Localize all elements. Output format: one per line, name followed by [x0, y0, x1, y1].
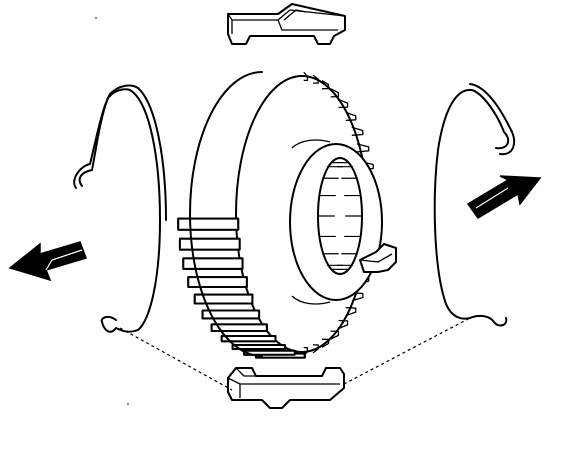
gear-tooth-tip	[356, 143, 370, 153]
bottom-synchronizer-key	[227, 367, 345, 409]
assembly-line-left	[119, 327, 233, 391]
gear-tooth	[182, 257, 244, 270]
speck	[95, 17, 97, 19]
gear-tooth-tip	[345, 111, 357, 122]
top-synchronizer-key	[227, 3, 346, 45]
gear-tooth-tip	[303, 71, 309, 82]
right-arrow-icon	[466, 175, 542, 219]
gear-tooth-tip	[338, 319, 349, 330]
gear-tooth	[178, 237, 241, 251]
gear-tooth-tip	[312, 74, 319, 84]
gear-tooth	[177, 217, 240, 231]
gear-tooth-tip	[330, 88, 340, 98]
gear-tooth-tip	[351, 292, 364, 302]
gear-tooth	[201, 309, 261, 320]
gear-front-edge	[189, 71, 263, 357]
gear-tooth	[193, 293, 254, 305]
gear-tooth-tip	[345, 306, 357, 317]
gear-tooth-tip	[351, 126, 364, 136]
gear-tooth-tip	[321, 338, 330, 348]
gear-tooth	[210, 323, 268, 333]
gear-tooth	[187, 276, 248, 288]
left-retaining-spring	[73, 84, 167, 333]
gear-tooth-tip	[330, 330, 340, 340]
gear-tooth-tip	[338, 98, 349, 109]
right-retaining-spring	[433, 83, 516, 327]
hub-slot-key	[359, 243, 397, 273]
gear-tooth-tip	[303, 346, 309, 357]
hub-inner-splines	[318, 162, 362, 270]
gear-tooth	[220, 334, 277, 343]
left-arrow-icon	[8, 241, 87, 282]
assembly-line-right	[343, 317, 471, 385]
synchronizer-hub	[289, 139, 383, 305]
gear-tooth-tip	[312, 344, 319, 354]
gear-tooth-tip	[321, 80, 330, 90]
gear-tooth	[243, 349, 296, 356]
gear-tooth	[231, 344, 286, 351]
speck	[127, 403, 129, 405]
